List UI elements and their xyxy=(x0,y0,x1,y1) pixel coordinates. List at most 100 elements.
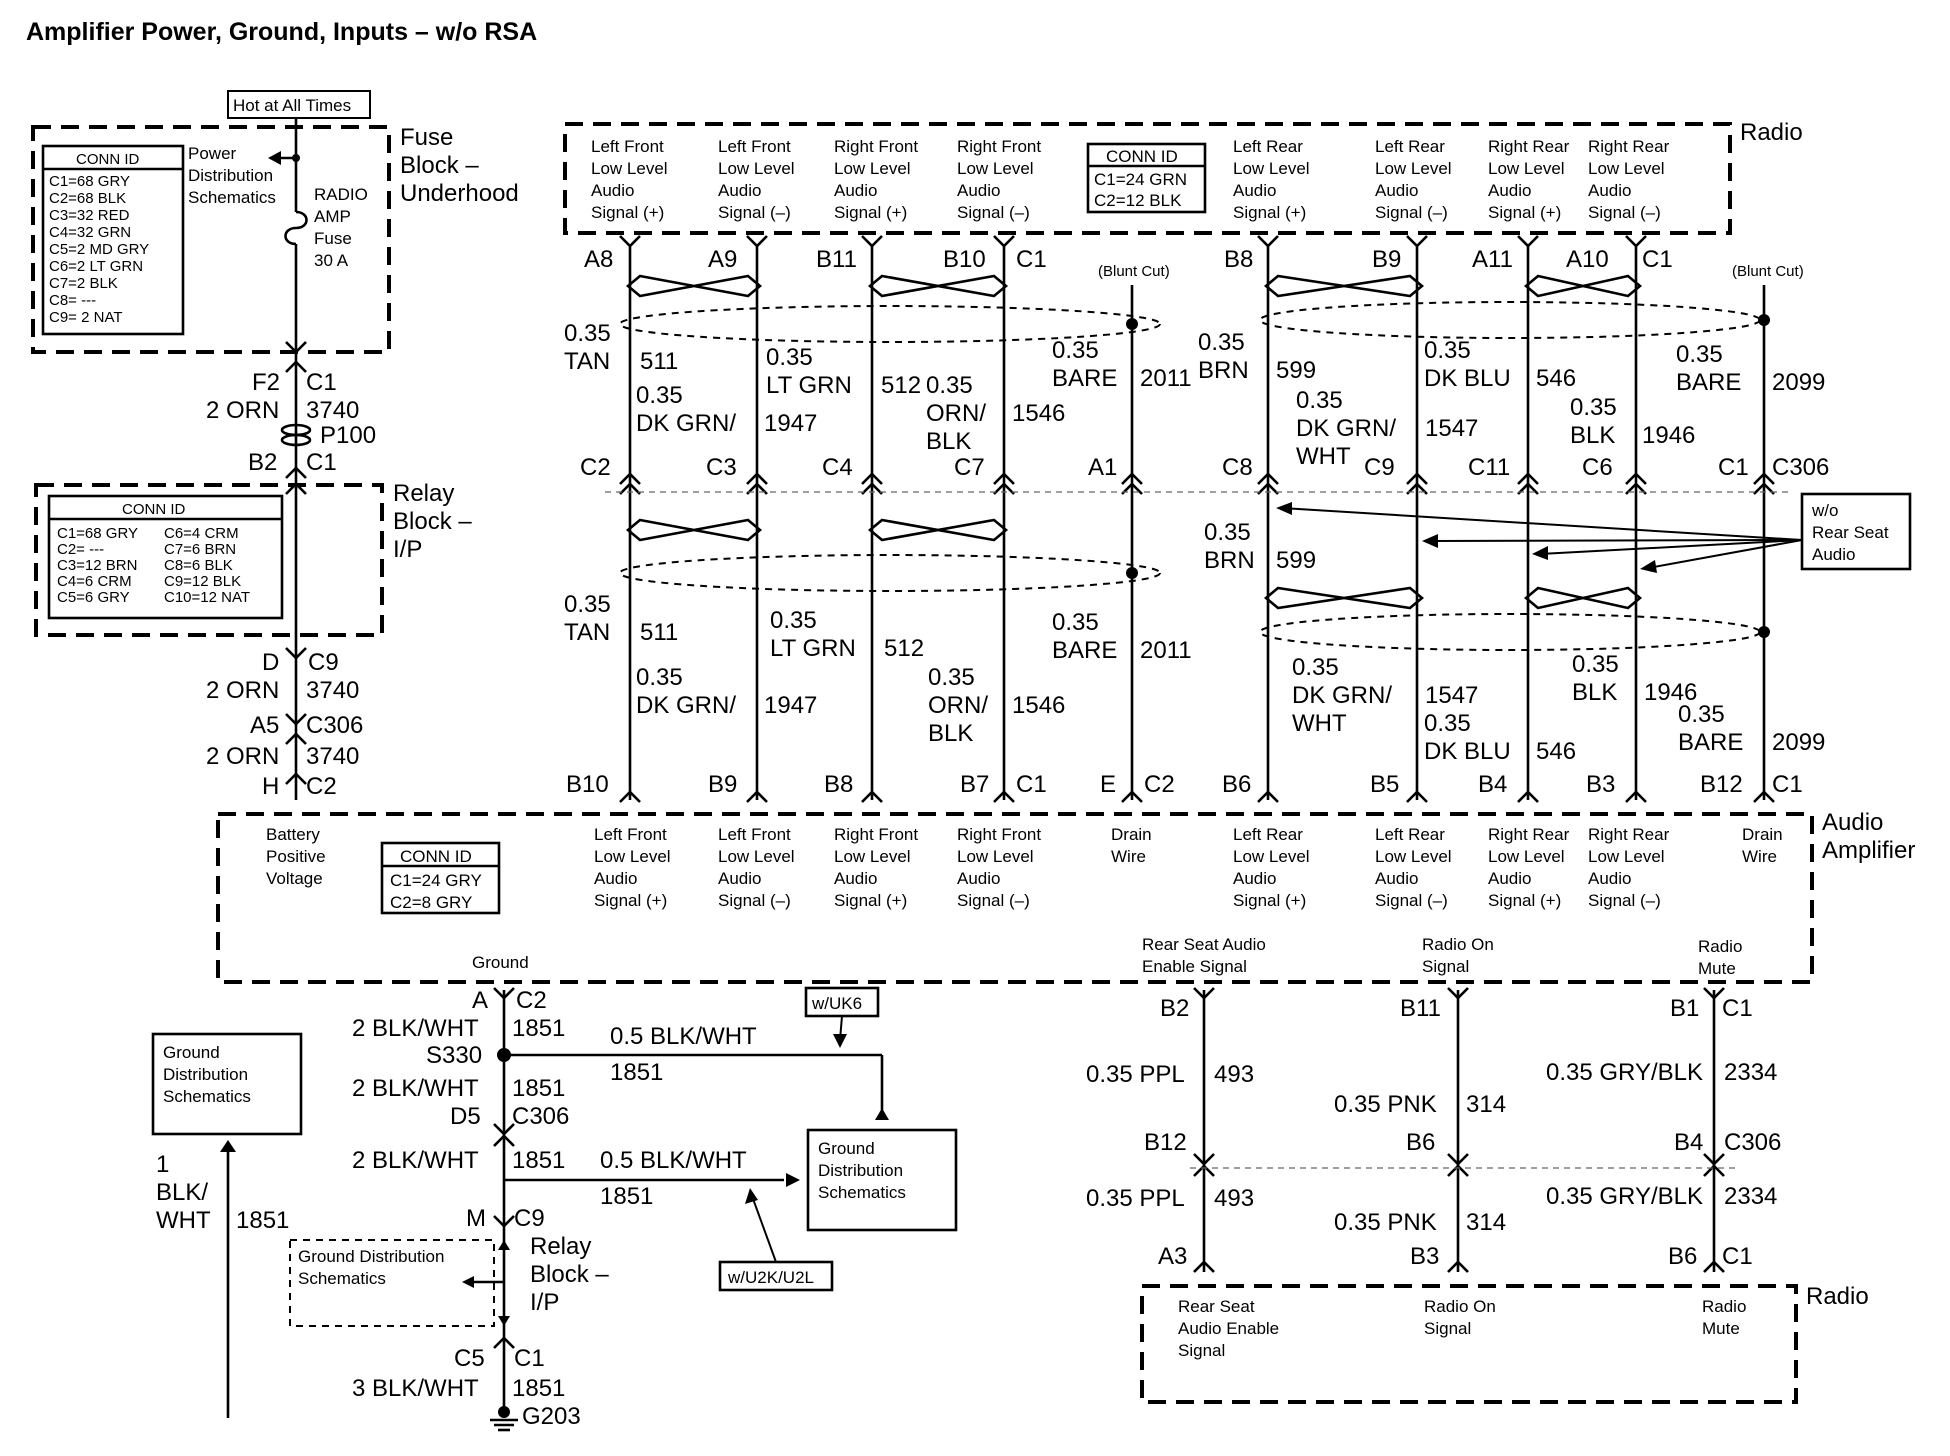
wire-color-label: BRN xyxy=(1204,547,1255,574)
lower-wire-labels: 0.35 TAN 511 0.35 DK GRN/ 1947 0.35 LT G… xyxy=(564,519,1825,765)
signal-label: Signal (–) xyxy=(718,891,791,910)
wire-color-label: 2 ORN xyxy=(206,397,279,424)
relay-block-name: Relay xyxy=(530,1233,591,1260)
conn-row: C2=8 GRY xyxy=(390,893,472,912)
conn-row: C8= --- xyxy=(49,292,96,309)
wire-color-label: TAN xyxy=(564,348,610,375)
signal-label: Right Rear xyxy=(1588,137,1670,156)
wire-color-label: BARE xyxy=(1052,365,1117,392)
wire-color-label: 0.35 PNK xyxy=(1334,1209,1437,1236)
wire-size: 0.35 xyxy=(1424,710,1471,737)
circuit-number: 1851 xyxy=(512,1147,565,1174)
amp-label: Battery xyxy=(266,825,320,844)
signal-label: Left Front xyxy=(718,137,791,156)
signal-label: Low Level xyxy=(718,847,795,866)
signal-label: Audio xyxy=(834,869,877,888)
signal-label: Signal (+) xyxy=(594,891,667,910)
pin-label: C1 xyxy=(1718,454,1749,481)
gds-label: Distribution xyxy=(818,1161,903,1180)
radio-top-pins: A8 A9 B11 B10 C1 B8 B9 A11 A10 C1 xyxy=(584,246,1673,273)
circuit-number: 3740 xyxy=(306,677,359,704)
wire-color-label: WHT xyxy=(1292,710,1347,737)
pin-label: B3 xyxy=(1410,1243,1439,1270)
pin-label: A5 xyxy=(250,712,279,739)
circuit-number: 3740 xyxy=(306,397,359,424)
wire-size: 0.35 xyxy=(1198,329,1245,356)
twisted-pair-icons xyxy=(625,274,1643,610)
gds-label: Distribution xyxy=(163,1065,248,1084)
amp-label: Signal xyxy=(1422,957,1469,976)
relay-conn-rows: C1=68 GRY C2= --- C3=12 BRN C4=6 CRM C5=… xyxy=(57,525,250,606)
wire-size: 0.35 xyxy=(1572,651,1619,678)
circuit-number: 3740 xyxy=(306,743,359,770)
blunt-cut-label: (Blunt Cut) xyxy=(1732,263,1804,280)
signal-label: Low Level xyxy=(834,847,911,866)
fuse-block-outline xyxy=(31,125,391,354)
radio-label: Radio On xyxy=(1424,1297,1496,1316)
wire-size: 0.35 xyxy=(1292,654,1339,681)
signal-label: Right Front xyxy=(834,825,918,844)
wire-size: 0.35 xyxy=(766,344,813,371)
connector-label: C9 xyxy=(514,1205,545,1232)
circuit-number: 599 xyxy=(1276,547,1316,574)
wire-size: 0.35 xyxy=(636,382,683,409)
pin-label: B12 xyxy=(1144,1129,1187,1156)
signal-label: Right Front xyxy=(957,825,1041,844)
connector-label: C306 xyxy=(512,1103,569,1130)
circuit-number: 1546 xyxy=(1012,400,1065,427)
signal-label: Audio xyxy=(1375,869,1418,888)
wire-color-label: 2 BLK/WHT xyxy=(352,1015,479,1042)
conn-row: C10=12 NAT xyxy=(164,589,250,606)
circuit-number: 2011 xyxy=(1140,365,1192,392)
signal-label: Signal (–) xyxy=(1375,203,1448,222)
signal-label: Right Rear xyxy=(1588,825,1670,844)
circuit-number: 2334 xyxy=(1724,1059,1777,1086)
conn-row: C4=32 GRN xyxy=(49,224,131,241)
blunt-cut-label: (Blunt Cut) xyxy=(1098,263,1170,280)
signal-label: Low Level xyxy=(957,847,1034,866)
pin-label: A3 xyxy=(1158,1243,1187,1270)
signal-label: Signal (–) xyxy=(1588,203,1661,222)
wire-size: 0.35 xyxy=(1052,337,1099,364)
conn-row: C1=24 GRY xyxy=(390,871,482,890)
signal-label: Audio xyxy=(1233,869,1276,888)
wire-size: 1 xyxy=(156,1151,169,1178)
circuit-number: 1947 xyxy=(764,410,817,437)
fuse-block-name: Underhood xyxy=(400,180,519,207)
signal-label: Signal (+) xyxy=(591,203,664,222)
wire-size: 0.35 xyxy=(1424,337,1471,364)
signal-label: Left Rear xyxy=(1233,137,1303,156)
signal-label: Drain xyxy=(1111,825,1152,844)
connector-label: C1 xyxy=(1722,995,1753,1022)
pin-label: C9 xyxy=(1364,454,1395,481)
connector-label: C2 xyxy=(516,987,547,1014)
amp-label: Radio On xyxy=(1422,935,1494,954)
radio-label: Audio Enable xyxy=(1178,1319,1279,1338)
wire-color-label: 0.35 PPL xyxy=(1086,1185,1185,1212)
circuit-number: 1851 xyxy=(236,1207,289,1234)
connector-label: C306 xyxy=(306,712,363,739)
conn-row: C7=6 BRN xyxy=(164,541,236,558)
pin-label: B6 xyxy=(1222,771,1251,798)
amplifier-pins: B10 B9 B8 B7 C1 E C2 B6 B5 B4 B3 B12 C1 xyxy=(566,771,1803,798)
wire-color-label: 0.5 BLK/WHT xyxy=(610,1023,757,1050)
signal-label: Left Front xyxy=(594,825,667,844)
pin-label: B10 xyxy=(566,771,609,798)
signal-label: Audio xyxy=(1588,869,1631,888)
splice-label: S330 xyxy=(426,1042,482,1069)
conn-row: C5=2 MD GRY xyxy=(49,241,149,258)
relay-block-name: I/P xyxy=(393,536,422,563)
wire-color-label: 0.35 PNK xyxy=(1334,1091,1437,1118)
signal-label: Left Front xyxy=(718,825,791,844)
conn-row: C1=68 GRY xyxy=(49,173,130,190)
signal-label: Audio xyxy=(957,869,1000,888)
wire-size: 0.35 xyxy=(770,607,817,634)
fuse-conn-id-box xyxy=(41,144,185,336)
pin-label: B2 xyxy=(1160,995,1189,1022)
pin-label: B1 xyxy=(1670,995,1699,1022)
wire-color-label: 0.35 GRY/BLK xyxy=(1546,1059,1703,1086)
pin-label: B3 xyxy=(1586,771,1615,798)
shield-icons xyxy=(619,301,1770,651)
wire-size: 0.35 xyxy=(1296,387,1343,414)
radio-bottom-outline xyxy=(1140,1284,1798,1404)
